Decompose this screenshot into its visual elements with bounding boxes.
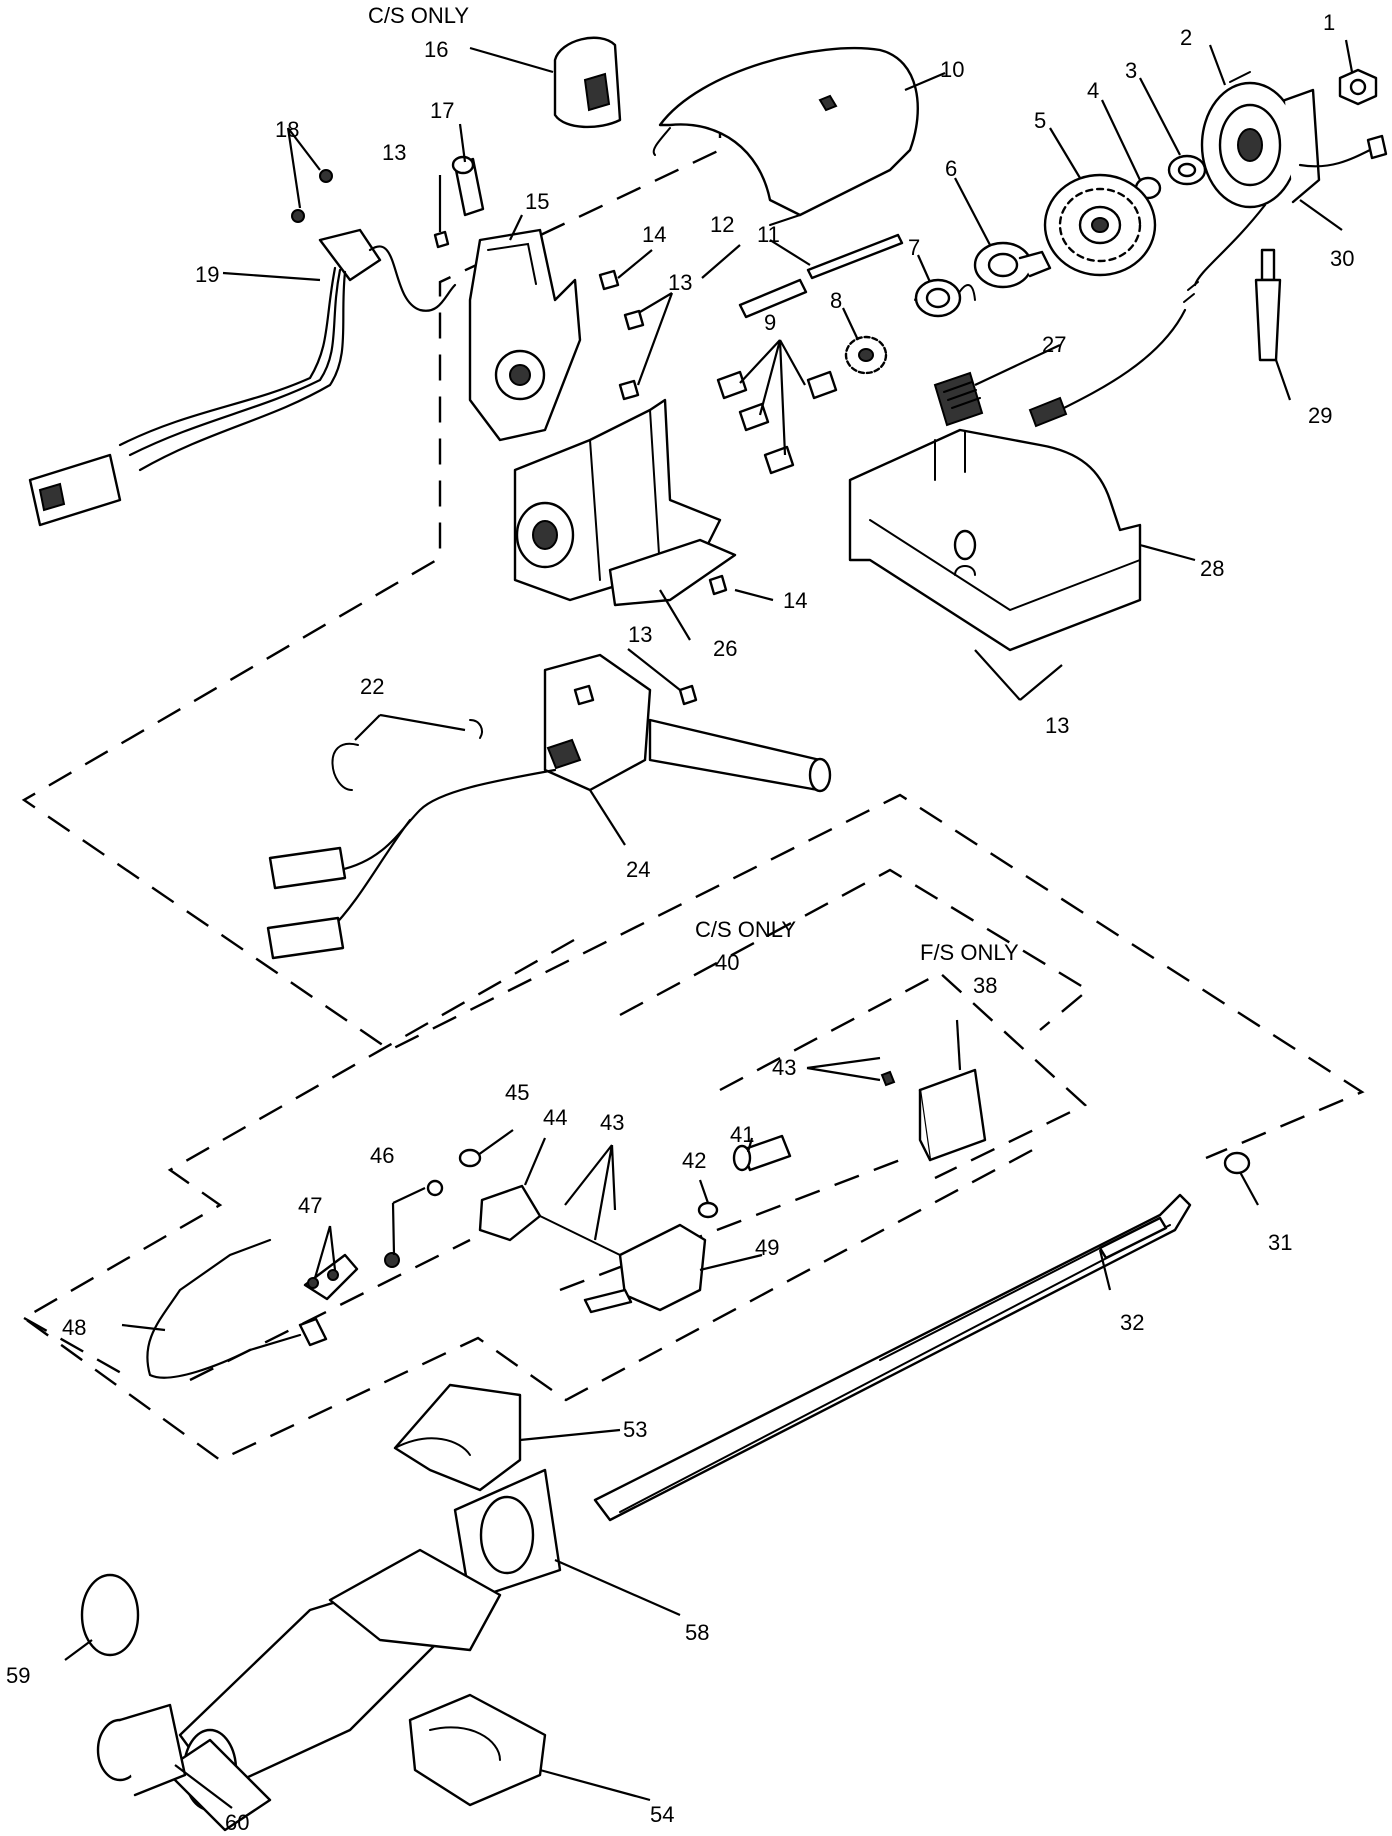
part-12-rack — [738, 278, 808, 319]
callout-58: 58 — [685, 1620, 709, 1645]
part-32-steering-shaft — [593, 1193, 1192, 1522]
callout-43-b: 43 — [600, 1110, 624, 1135]
part-58-gasket — [453, 1468, 562, 1602]
diagram-notes: C/S ONLY C/S ONLY F/S ONLY — [368, 3, 1019, 965]
part-38-bracket — [880, 1068, 987, 1162]
callout-48: 48 — [62, 1315, 86, 1340]
callout-53: 53 — [623, 1417, 647, 1442]
part-27-pad — [933, 371, 984, 427]
callout-30: 30 — [1330, 246, 1354, 271]
part-26-bracket — [608, 538, 737, 607]
callout-41: 41 — [730, 1122, 754, 1147]
callout-14-b: 14 — [783, 588, 807, 613]
part-60-adapter — [96, 1703, 187, 1797]
part-53-cover — [393, 1383, 522, 1492]
callout-24: 24 — [626, 857, 650, 882]
note-cs-only-mid: C/S ONLY — [695, 917, 796, 942]
note-cs-only-top: C/S ONLY — [368, 3, 469, 28]
callout-numbers: 1 2 3 4 5 6 7 8 9 10 11 12 13 13 13 13 1… — [6, 10, 1354, 1835]
callout-27: 27 — [1042, 332, 1066, 357]
part-30-wire-connector — [1028, 134, 1388, 428]
part-31-retainer — [1223, 1151, 1251, 1175]
callout-44: 44 — [543, 1105, 567, 1130]
part-24-switch-assembly — [266, 653, 832, 960]
callout-49: 49 — [755, 1235, 779, 1260]
part-17-key-cylinder — [451, 155, 485, 217]
callout-14-a: 14 — [642, 222, 666, 247]
part-10-upper-cover — [652, 46, 919, 226]
part-41-connector — [732, 1134, 792, 1172]
part-28-lower-cover — [848, 428, 1142, 652]
callout-15: 15 — [525, 189, 549, 214]
leader-lines — [64, 39, 1354, 1809]
callout-6: 6 — [945, 156, 957, 181]
callout-13-d: 13 — [1045, 713, 1069, 738]
part-48-cable — [146, 1238, 359, 1379]
callout-46: 46 — [370, 1143, 394, 1168]
part-44-switch — [478, 1184, 621, 1256]
callout-16: 16 — [424, 37, 448, 62]
callout-18: 18 — [275, 117, 299, 142]
callout-42: 42 — [682, 1148, 706, 1173]
callout-32: 32 — [1120, 1310, 1144, 1335]
callout-19: 19 — [195, 262, 219, 287]
part-11-actuator-rod — [806, 233, 904, 280]
callout-2: 2 — [1180, 25, 1192, 50]
callout-5: 5 — [1034, 108, 1046, 133]
part-29-pin — [1254, 248, 1282, 362]
part-49-lock-module — [583, 1223, 707, 1314]
part-5-gear-plate — [1043, 173, 1157, 277]
part-15-lock-housing — [468, 228, 582, 442]
callout-38: 38 — [973, 973, 997, 998]
part-9-bolts — [716, 370, 838, 475]
callout-13-c: 13 — [628, 622, 652, 647]
callout-43-a: 43 — [772, 1055, 796, 1080]
callout-54: 54 — [650, 1802, 674, 1827]
callout-3: 3 — [1125, 58, 1137, 83]
callout-40: 40 — [715, 950, 739, 975]
callout-1: 1 — [1323, 10, 1335, 35]
part-47-screws — [307, 1269, 339, 1289]
part-19-switch-harness — [28, 228, 457, 527]
callout-9: 9 — [764, 310, 776, 335]
part-59-clamp — [80, 1573, 140, 1657]
part-8-gear — [844, 335, 888, 375]
callout-26: 26 — [713, 636, 737, 661]
callout-22: 22 — [360, 674, 384, 699]
part-3-washer — [1167, 154, 1207, 186]
part-18-screws — [291, 169, 333, 223]
callout-59: 59 — [6, 1663, 30, 1688]
part-42-ring — [697, 1201, 719, 1219]
part-1-nut — [1338, 68, 1378, 106]
callout-47: 47 — [298, 1193, 322, 1218]
part-16-bezel — [553, 36, 622, 129]
part-6-bushing — [973, 241, 1052, 289]
callout-29: 29 — [1308, 403, 1332, 428]
part-22-retaining-ring — [331, 719, 483, 791]
part-46-screws — [384, 1179, 444, 1268]
part-2-lock-housing — [1200, 71, 1321, 209]
part-45-terminal — [458, 1148, 482, 1168]
callout-31: 31 — [1268, 1230, 1292, 1255]
callout-12: 12 — [710, 212, 734, 237]
callout-4: 4 — [1087, 78, 1099, 103]
callout-8: 8 — [830, 288, 842, 313]
jacket-tube — [163, 1548, 502, 1832]
callout-13-b: 13 — [668, 270, 692, 295]
small-screws-top — [433, 230, 728, 596]
note-fs-only: F/S ONLY — [920, 940, 1019, 965]
callout-13-a: 13 — [382, 140, 406, 165]
part-7-spring — [914, 278, 976, 318]
callout-60: 60 — [225, 1810, 249, 1835]
callout-7: 7 — [908, 235, 920, 260]
callout-17: 17 — [430, 98, 454, 123]
dashed-group-outlines — [21, 112, 1365, 1462]
callout-28: 28 — [1200, 556, 1224, 581]
callout-11: 11 — [757, 222, 780, 247]
callout-45: 45 — [505, 1080, 529, 1105]
part-54-lower-cover — [408, 1693, 547, 1807]
callout-10: 10 — [940, 57, 964, 82]
